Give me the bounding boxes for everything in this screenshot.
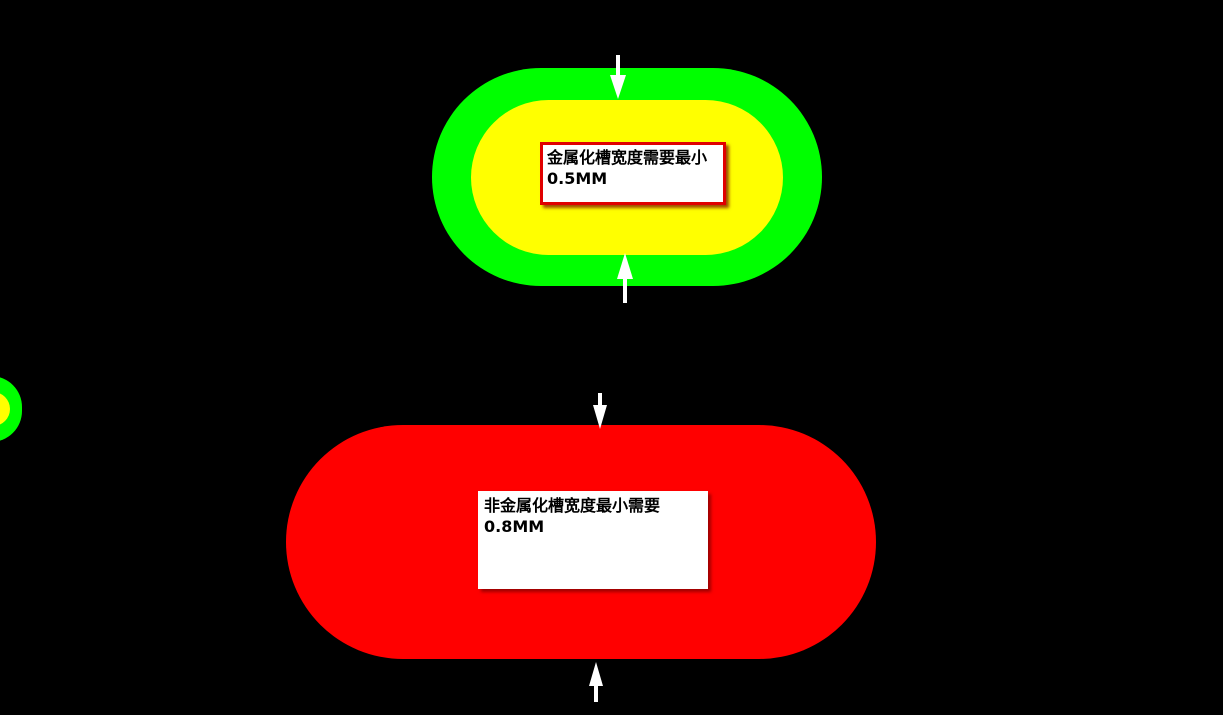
arrow-up-icon xyxy=(617,253,633,303)
metallized-slot-label-text: 金属化槽宽度需要最小0.5MM xyxy=(547,148,708,188)
partial-metal-slot-outer xyxy=(0,376,22,442)
metallized-slot-label: 金属化槽宽度需要最小0.5MM xyxy=(540,142,726,205)
arrow-up-icon xyxy=(589,662,603,702)
non-metallized-slot-label: 非金属化槽宽度最小需要0.8MM xyxy=(478,491,708,589)
arrow-down-icon xyxy=(610,55,626,99)
arrow-down-icon xyxy=(593,393,607,429)
partial-metal-slot-inner xyxy=(0,392,10,426)
non-metallized-slot-label-text: 非金属化槽宽度最小需要0.8MM xyxy=(484,496,661,536)
